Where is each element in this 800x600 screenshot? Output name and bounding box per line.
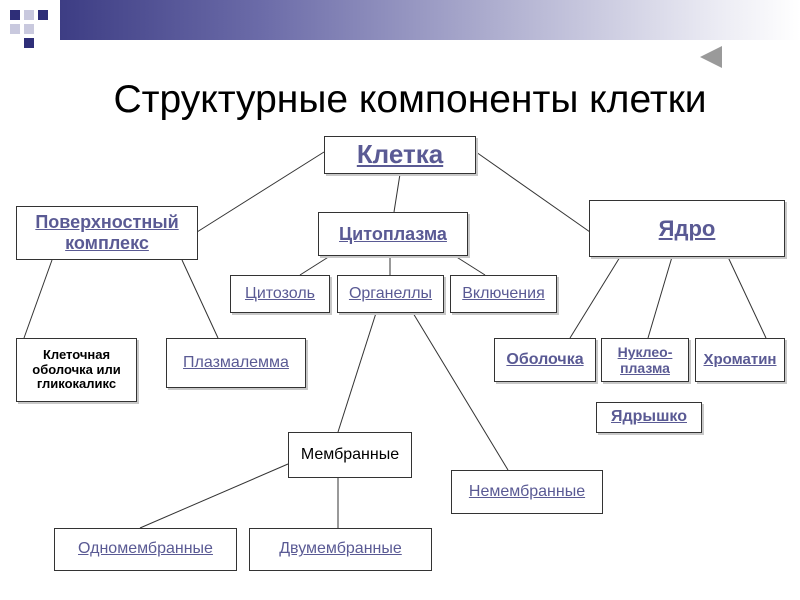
organelles-box[interactable]: Органеллы bbox=[337, 275, 444, 313]
surface-complex-label[interactable]: Поверхностный комплекс bbox=[35, 212, 179, 253]
surface-complex-box[interactable]: Поверхностный комплекс bbox=[16, 206, 198, 260]
decor-square bbox=[10, 10, 20, 20]
cell-label[interactable]: Клетка bbox=[356, 139, 444, 170]
single-membrane-box[interactable]: Одномембранные bbox=[54, 528, 237, 571]
glycocalyx-label: Клеточная оболочка или гликокаликс bbox=[32, 346, 121, 392]
non-membrane-label[interactable]: Немембранные bbox=[468, 482, 586, 500]
glycocalyx-box: Клеточная оболочка или гликокаликс bbox=[16, 338, 137, 402]
previous-slide-icon[interactable] bbox=[700, 46, 722, 68]
nucleoplasm-label[interactable]: Нуклео-плазма bbox=[617, 343, 673, 376]
nucleus-label[interactable]: Ядро bbox=[658, 215, 716, 241]
non-membrane-box[interactable]: Немембранные bbox=[451, 470, 603, 514]
nucleus-box[interactable]: Ядро bbox=[589, 200, 785, 257]
inclusions-box[interactable]: Включения bbox=[450, 275, 557, 313]
cytoplasm-box[interactable]: Цитоплазма bbox=[318, 212, 468, 256]
cytosol-label[interactable]: Цитозоль bbox=[244, 284, 315, 302]
cytoplasm-label[interactable]: Цитоплазма bbox=[339, 223, 447, 244]
plasmalemma-label[interactable]: Плазмалемма bbox=[183, 353, 289, 371]
decor-square bbox=[24, 10, 34, 20]
membrane-box: Мембранные bbox=[288, 432, 412, 478]
decor-square bbox=[38, 10, 48, 20]
double-membrane-label[interactable]: Двумембранные bbox=[279, 540, 402, 558]
nucleoplasm-box[interactable]: Нуклео-плазма bbox=[601, 338, 689, 382]
nucleolus-box[interactable]: Ядрышко bbox=[596, 402, 702, 433]
single-membrane-label[interactable]: Одномембранные bbox=[78, 540, 213, 558]
chromatin-box[interactable]: Хроматин bbox=[695, 338, 785, 382]
header-bar bbox=[0, 0, 800, 40]
double-membrane-box[interactable]: Двумембранные bbox=[249, 528, 432, 571]
decor-square bbox=[10, 24, 20, 34]
slide-title: Структурные компоненты клетки bbox=[113, 78, 707, 121]
nucleolus-label[interactable]: Ядрышко bbox=[611, 408, 687, 426]
decor-square bbox=[24, 38, 34, 48]
membrane-label: Мембранные bbox=[300, 445, 400, 463]
plasmalemma-box[interactable]: Плазмалемма bbox=[166, 338, 306, 388]
envelope-label[interactable]: Оболочка bbox=[506, 350, 584, 368]
inclusions-label[interactable]: Включения bbox=[462, 284, 545, 302]
envelope-box[interactable]: Оболочка bbox=[494, 338, 596, 382]
decor-square bbox=[24, 24, 34, 34]
cytosol-box[interactable]: Цитозоль bbox=[230, 275, 330, 313]
chromatin-label[interactable]: Хроматин bbox=[703, 351, 777, 369]
cell-box[interactable]: Клетка bbox=[324, 136, 476, 174]
organelles-label[interactable]: Органеллы bbox=[348, 284, 433, 302]
